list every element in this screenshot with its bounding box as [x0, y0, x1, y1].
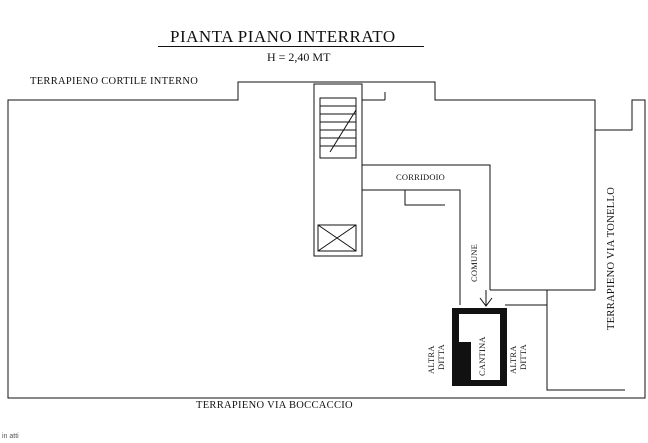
- altra-ditta-room: [490, 289, 548, 390]
- page-title: PIANTA PIANO INTERRATO: [170, 27, 396, 46]
- label-altra-right: ALTRA: [508, 345, 518, 374]
- label-altra-left: ALTRA: [426, 345, 436, 374]
- label-ditta-right: DITTA: [518, 344, 528, 370]
- right-upper-wall: [362, 92, 386, 101]
- corridor-inner-wall: [362, 189, 461, 305]
- stair-treads: [320, 105, 356, 147]
- label-bottom: TERRAPIENO VIA BOCCACCIO: [196, 400, 353, 411]
- label-cellar: CANTINA: [477, 336, 487, 376]
- entry-arrow: [479, 290, 493, 307]
- height-note: H = 2,40 MT: [267, 50, 331, 64]
- label-top: TERRAPIENO CORTILE INTERNO: [30, 76, 199, 87]
- corridor-recess: [404, 190, 445, 206]
- title-underline: [158, 46, 424, 47]
- elevator-shaft: [317, 224, 357, 252]
- stair-diagonal: [329, 109, 357, 153]
- label-common: COMUNE: [469, 243, 479, 282]
- outer-wall: [7, 81, 646, 399]
- elevator-cross: [317, 224, 357, 252]
- label-corridor: CORRIDOIO: [396, 172, 446, 182]
- stair-inner: [319, 97, 357, 159]
- footnote: in atti: [2, 433, 19, 440]
- cellar-walls: [452, 308, 507, 386]
- stair-core: [313, 83, 363, 257]
- label-right: TERRAPIENO VIA TONELLO: [606, 186, 617, 330]
- corridor-top-wall: [362, 164, 491, 290]
- label-ditta-left: DITTA: [436, 344, 446, 370]
